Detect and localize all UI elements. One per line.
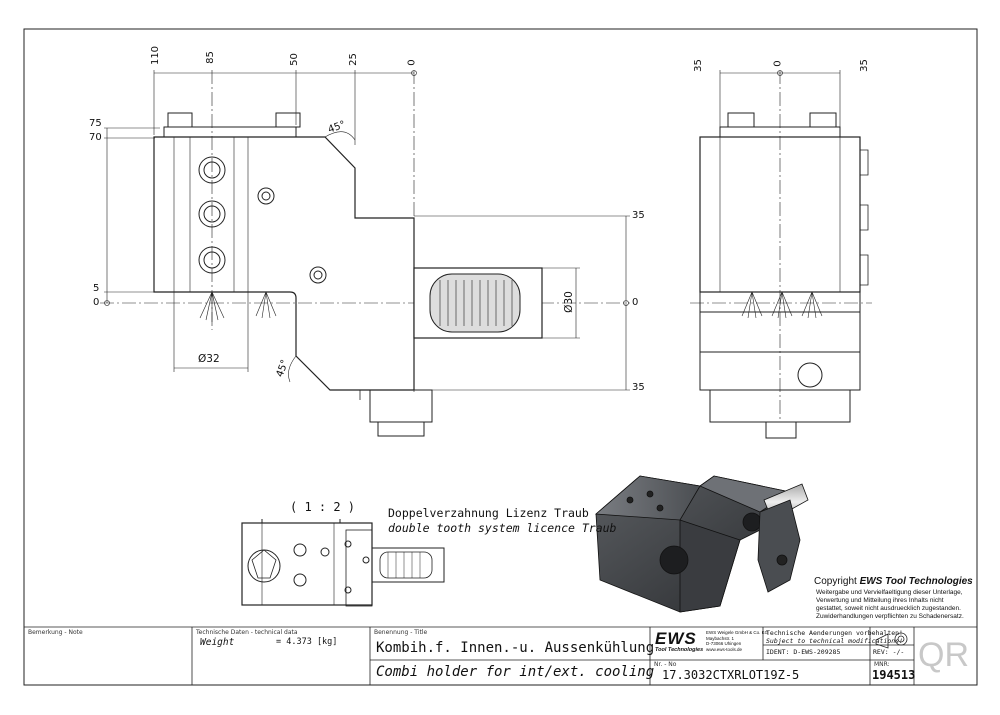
side-dim-35-left: 35 bbox=[692, 59, 704, 72]
dim-left-0: 0 bbox=[93, 297, 100, 308]
dim-right-0: 0 bbox=[632, 297, 639, 308]
dim-top-25: 25 bbox=[347, 53, 359, 66]
scale-label: ( 1 : 2 ) bbox=[290, 500, 356, 514]
company-address: EWS Weigele GmbH & Co. KG Maybachstr. 1 … bbox=[706, 630, 768, 652]
logo-subtext: Tool Technologies bbox=[655, 647, 704, 653]
tech-data-label: Technische Daten - technical data bbox=[196, 629, 298, 636]
dim-left-5: 5 bbox=[93, 283, 100, 294]
copyright-prefix: Copyright bbox=[814, 576, 860, 587]
scaled-top-view bbox=[241, 519, 445, 607]
title-block bbox=[24, 626, 977, 685]
company-line-3: D-73066 Uhingen bbox=[706, 641, 742, 646]
note-label: Bemerkung - Note bbox=[28, 629, 83, 636]
company-line-4: www.ews-tools.de bbox=[706, 646, 743, 652]
change-note-german: Technische Aenderungen vorbehalten! bbox=[766, 629, 903, 637]
side-view bbox=[690, 70, 872, 439]
weight-value: = 4.373 [kg] bbox=[276, 637, 338, 647]
dim-right-35-top: 35 bbox=[632, 210, 645, 221]
company-line-1: EWS Weigele GmbH & Co. KG bbox=[706, 630, 769, 635]
dim-top-110: 110 bbox=[150, 45, 162, 66]
change-note-english: Subject to technical modifications! bbox=[766, 637, 903, 645]
weight-label: Weight bbox=[200, 637, 235, 648]
isometric-view bbox=[595, 475, 809, 613]
side-dim-35-right: 35 bbox=[858, 59, 870, 72]
note-german: Doppelverzahnung Lizenz Traub bbox=[388, 506, 589, 520]
mnr-number: 194513 bbox=[872, 668, 916, 682]
qr-placeholder: QR bbox=[918, 636, 969, 674]
copyright-line-2: Verwertung und Mitteilung ihres Inhalts … bbox=[816, 597, 944, 604]
dim-top-50: 50 bbox=[288, 53, 300, 66]
company-line-2: Maybachstr. 1 bbox=[706, 635, 735, 641]
dim-diameter-30: Ø30 bbox=[562, 291, 575, 313]
revision: REV: -/- bbox=[873, 648, 905, 656]
copyright-title: Copyright EWS Tool Technologies bbox=[814, 576, 973, 587]
title-label: Benennung - Title bbox=[374, 629, 428, 636]
dim-left-75: 75 bbox=[89, 118, 102, 129]
note-english: double tooth system licence Traub bbox=[388, 521, 617, 535]
mnr-label: MNR: bbox=[874, 661, 890, 668]
ews-logo: EWS Tool Technologies bbox=[655, 630, 705, 656]
part-number: 17.3032CTXRLOT19Z-5 bbox=[662, 668, 800, 682]
copyright-line-3: gestattet, soweit nicht ausdruecklich zu… bbox=[816, 605, 961, 612]
title-english: Combi holder for int/ext. cooling bbox=[376, 664, 655, 680]
copyright-brand: EWS Tool Technologies bbox=[859, 576, 973, 587]
front-view bbox=[100, 70, 630, 437]
copyright-line-1: Weitergabe und Vervielfaeltigung dieser … bbox=[816, 589, 963, 596]
dim-right-35-bottom: 35 bbox=[632, 382, 645, 393]
number-label: Nr. - No bbox=[654, 661, 677, 668]
dim-diameter-32: Ø32 bbox=[198, 353, 220, 365]
title-german: Kombih.f. Innen.-u. Aussenkühlung bbox=[376, 640, 655, 656]
dim-top-85: 85 bbox=[204, 51, 216, 64]
logo-text: EWS bbox=[655, 629, 697, 648]
copyright-line-4: Zuwiderhandlungen verpflichten zu Schade… bbox=[816, 613, 964, 620]
dim-top-0: 0 bbox=[406, 59, 418, 66]
dim-left-70: 70 bbox=[89, 132, 102, 143]
side-dim-0: 0 bbox=[772, 60, 784, 67]
ident-number: IDENT: D-EWS-209285 bbox=[766, 648, 841, 656]
drawing-frame bbox=[23, 28, 978, 686]
